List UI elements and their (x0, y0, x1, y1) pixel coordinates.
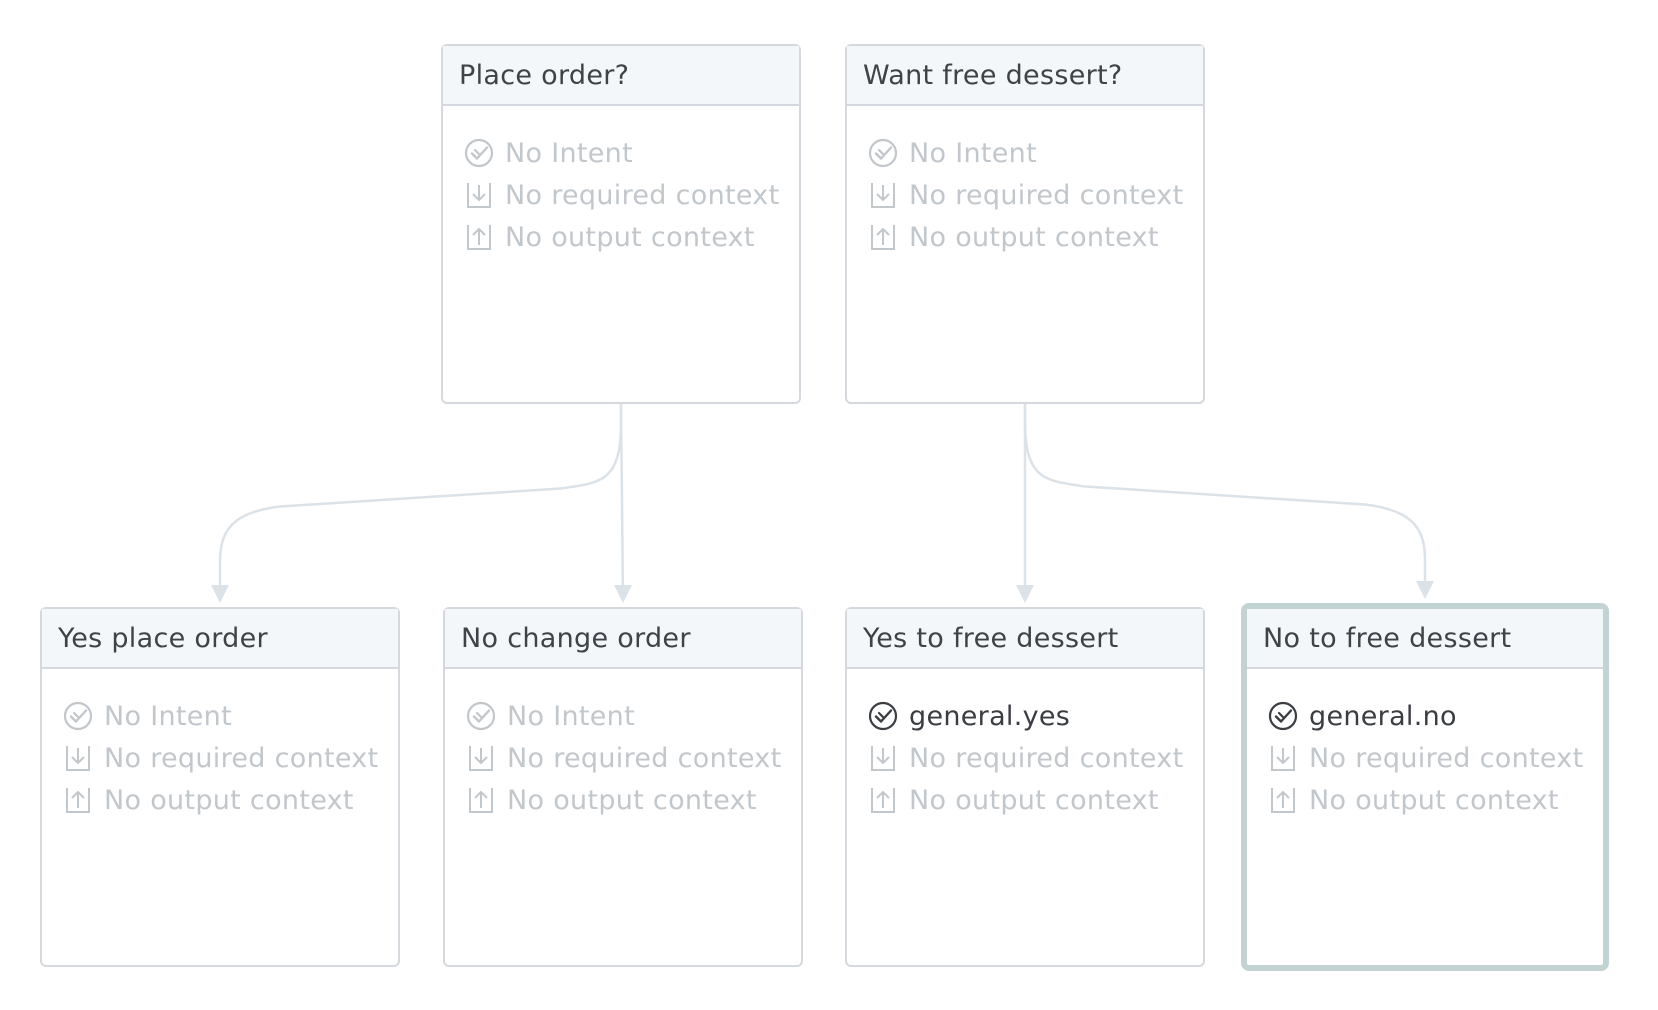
output-context-row: No output context (867, 216, 1203, 258)
flow-node-yes-place-order[interactable]: Yes place order No Intent No required co… (40, 607, 400, 967)
node-title: Want free dessert? (847, 46, 1203, 106)
output-context-label: No output context (104, 784, 354, 816)
node-title: Yes to free dessert (847, 609, 1203, 669)
output-context-icon (465, 784, 497, 816)
node-title: Place order? (443, 46, 799, 106)
required-context-label: No required context (505, 179, 780, 211)
output-context-icon (867, 221, 899, 253)
intent-row: general.no (1267, 695, 1603, 737)
output-context-icon (867, 784, 899, 816)
flow-node-yes-to-free-dessert[interactable]: Yes to free dessert general.yes No requi… (845, 607, 1205, 967)
output-context-label: No output context (909, 784, 1159, 816)
output-context-icon (1267, 784, 1299, 816)
intent-row: general.yes (867, 695, 1203, 737)
flow-node-want-free-dessert[interactable]: Want free dessert? No Intent No required… (845, 44, 1205, 404)
flow-node-no-to-free-dessert[interactable]: No to free dessert general.no No require… (1241, 603, 1609, 971)
output-context-row: No output context (465, 779, 801, 821)
required-context-label: No required context (507, 742, 782, 774)
output-context-row: No output context (62, 779, 398, 821)
required-context-row: No required context (465, 737, 801, 779)
intent-check-icon (867, 700, 899, 732)
intent-label: No Intent (104, 700, 232, 732)
intent-check-icon (1267, 700, 1299, 732)
flow-node-no-change-order[interactable]: No change order No Intent No required co… (443, 607, 803, 967)
output-context-row: No output context (463, 216, 799, 258)
required-context-row: No required context (62, 737, 398, 779)
required-context-label: No required context (104, 742, 379, 774)
connector-arrowhead (1416, 581, 1434, 599)
required-context-label: No required context (1309, 742, 1584, 774)
intent-label: general.no (1309, 700, 1457, 732)
intent-label: No Intent (909, 137, 1037, 169)
required-context-row: No required context (867, 174, 1203, 216)
connector-arrowhead (1016, 585, 1034, 603)
output-context-label: No output context (507, 784, 757, 816)
output-context-row: No output context (1267, 779, 1603, 821)
required-context-row: No required context (1267, 737, 1603, 779)
node-title: Yes place order (42, 609, 398, 669)
required-context-row: No required context (867, 737, 1203, 779)
required-context-row: No required context (463, 174, 799, 216)
input-context-icon (867, 742, 899, 774)
input-context-icon (1267, 742, 1299, 774)
intent-row: No Intent (465, 695, 801, 737)
connector-yes-place-order (218, 404, 623, 601)
intent-check-icon (463, 137, 495, 169)
output-context-label: No output context (909, 221, 1159, 253)
intent-label: No Intent (507, 700, 635, 732)
input-context-icon (463, 179, 495, 211)
intent-row: No Intent (62, 695, 398, 737)
input-context-icon (62, 742, 94, 774)
connector-no-change-order (619, 403, 625, 602)
output-context-row: No output context (867, 779, 1203, 821)
input-context-icon (465, 742, 497, 774)
node-title: No to free dessert (1247, 609, 1603, 669)
required-context-label: No required context (909, 179, 1184, 211)
output-context-icon (62, 784, 94, 816)
flow-node-place-order[interactable]: Place order? No Intent No required conte… (441, 44, 801, 404)
intent-check-icon (867, 137, 899, 169)
intent-check-icon (465, 700, 497, 732)
intent-row: No Intent (867, 132, 1203, 174)
intent-label: general.yes (909, 700, 1071, 732)
intent-row: No Intent (463, 132, 799, 174)
required-context-label: No required context (909, 742, 1184, 774)
connector-no-to-free-dessert (1023, 404, 1427, 597)
connector-arrowhead (211, 585, 229, 603)
intent-label: No Intent (505, 137, 633, 169)
intent-check-icon (62, 700, 94, 732)
output-context-label: No output context (1309, 784, 1559, 816)
input-context-icon (867, 179, 899, 211)
output-context-icon (463, 221, 495, 253)
connector-arrowhead (614, 585, 632, 603)
node-title: No change order (445, 609, 801, 669)
output-context-label: No output context (505, 221, 755, 253)
